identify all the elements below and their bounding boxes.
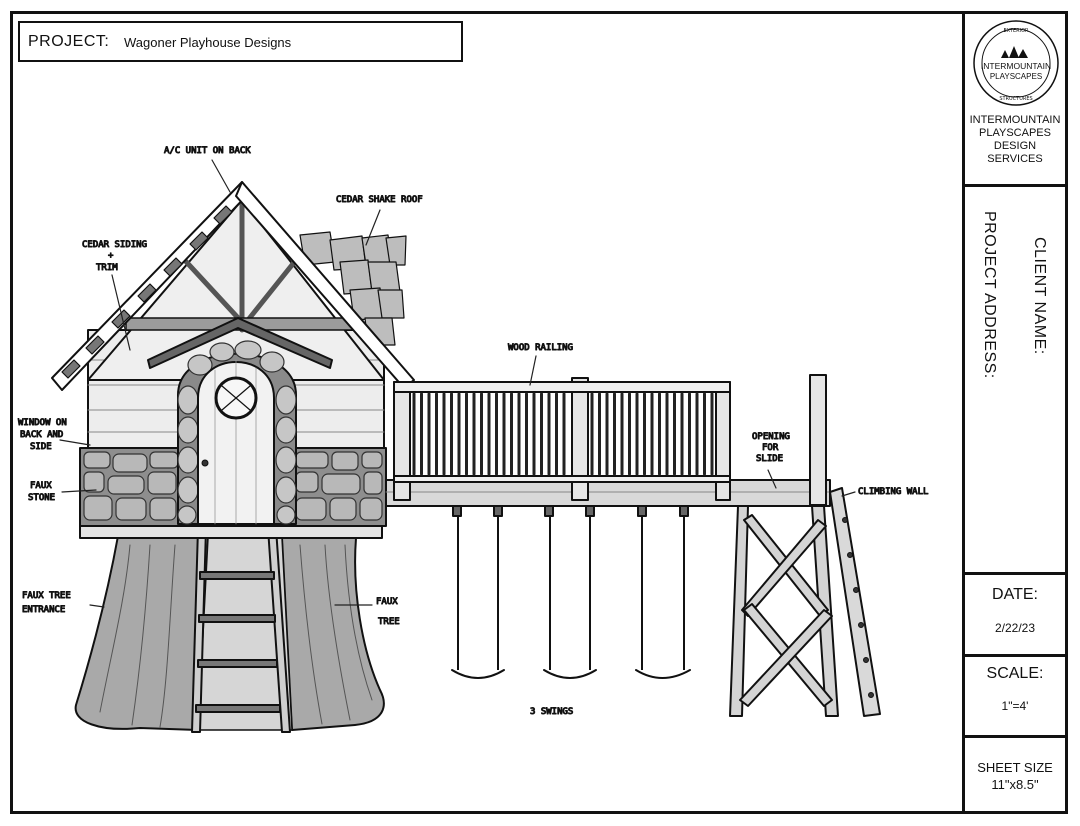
- sheet-size-cell: SHEET SIZE 11"x8.5": [965, 738, 1065, 811]
- note-ac-unit: A/C UNIT ON BACK: [164, 146, 251, 156]
- project-name: Wagoner Playhouse Designs: [124, 35, 292, 50]
- note-window: WINDOW ON: [18, 418, 67, 428]
- note-tree-entrance: FAUX TREE: [22, 591, 71, 601]
- company-line: PLAYSCAPES: [979, 127, 1051, 139]
- deck-beam: [385, 479, 831, 507]
- company-logo: EXTERIOR INTERMOUNTAIN PLAYSCAPES STRUCT…: [973, 20, 1059, 106]
- note-cedar-siding-plus: +: [108, 251, 114, 261]
- logo-name-line1: INTERMOUNTAIN: [981, 61, 1051, 71]
- scale-cell: SCALE: 1"=4': [965, 657, 1065, 738]
- note-wood-railing: WOOD RAILING: [508, 343, 573, 353]
- client-name-label: CLIENT NAME:: [1031, 237, 1048, 355]
- company-cell: EXTERIOR INTERMOUNTAIN PLAYSCAPES STRUCT…: [965, 14, 1065, 187]
- note-faux-tree-2: TREE: [378, 617, 400, 627]
- title-block: EXTERIOR INTERMOUNTAIN PLAYSCAPES STRUCT…: [962, 14, 1065, 811]
- note-faux-stone-2: STONE: [28, 493, 55, 503]
- company-name: INTERMOUNTAIN PLAYSCAPES DESIGN SERVICES: [965, 114, 1065, 166]
- note-window-3: SIDE: [30, 442, 52, 452]
- door-knob: [201, 459, 209, 467]
- date-label: DATE:: [992, 586, 1038, 603]
- client-cell: CLIENT NAME: PROJECT ADDRESS:: [965, 187, 1065, 575]
- company-line: INTERMOUNTAIN: [969, 114, 1061, 126]
- project-label: PROJECT:: [28, 33, 110, 50]
- sheet-size-value: 11"x8.5": [991, 777, 1039, 792]
- logo-ring-top: EXTERIOR: [1003, 28, 1029, 34]
- note-opening: OPENING: [752, 432, 790, 442]
- date-value: 2/22/23: [994, 621, 1036, 635]
- railing-balusters: [412, 392, 714, 476]
- note-cedar-shake-roof: CEDAR SHAKE ROOF: [336, 195, 423, 205]
- note-opening-2: FOR: [762, 443, 779, 453]
- note-faux-tree: FAUX: [376, 597, 398, 607]
- sheet-border: [10, 11, 1068, 814]
- note-cedar-siding-trim: TRIM: [96, 263, 118, 273]
- faux-tree-trunk-right: [281, 537, 385, 731]
- logo-ring-bottom: STRUCTURES: [999, 96, 1032, 102]
- logo-name-line2: PLAYSCAPES: [990, 72, 1042, 81]
- wood-railing: [393, 377, 731, 501]
- note-window-2: BACK AND: [20, 430, 63, 440]
- note-swings: 3 SWINGS: [530, 707, 573, 717]
- date-cell: DATE: 2/22/23: [965, 575, 1065, 657]
- tree-bark-lines: [99, 544, 373, 728]
- scale-label: SCALE:: [986, 665, 1044, 682]
- swings: [451, 505, 691, 679]
- faux-tree-trunk: [74, 535, 209, 731]
- support-frame: [729, 505, 839, 717]
- stones: [83, 451, 383, 521]
- company-line: SERVICES: [987, 153, 1043, 165]
- note-cedar-siding: CEDAR SIDING: [82, 240, 147, 250]
- playhouse-drawing: A/C UNIT ON BACK CEDAR SIDING + TRIM CED…: [18, 146, 929, 733]
- sheet-size-label: SHEET SIZE: [977, 760, 1053, 775]
- note-climbing-wall: CLIMBING WALL: [858, 487, 928, 497]
- project-box: PROJECT: Wagoner Playhouse Designs: [18, 21, 463, 62]
- scale-value: 1"=4': [1001, 699, 1029, 713]
- note-tree-entrance-2: ENTRANCE: [22, 605, 65, 615]
- slide-post: [809, 374, 827, 506]
- entry-canopy: [147, 317, 333, 369]
- climbing-wall: [829, 487, 881, 717]
- note-opening-3: SLIDE: [756, 454, 783, 464]
- note-faux-stone: FAUX: [30, 481, 52, 491]
- company-line: DESIGN: [993, 140, 1037, 152]
- project-address-label: PROJECT ADDRESS:: [981, 211, 998, 379]
- leader-lines: [59, 159, 856, 608]
